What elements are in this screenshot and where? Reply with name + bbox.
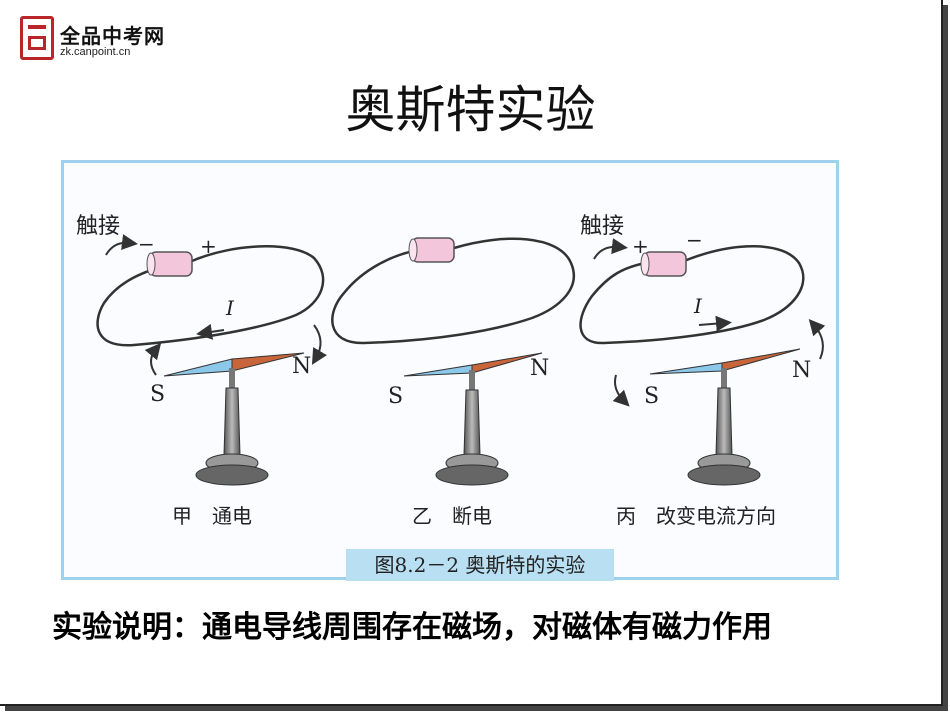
stand-jia [195,368,269,486]
north-pole-yi: N [530,356,549,381]
experiment-figure: 触接 − + I S N [61,160,839,581]
slide-title: 奥斯特实验 [345,81,596,139]
rotation-arrow-jia-right [311,324,327,365]
rotation-arrow-bing-left [612,374,630,407]
current-arrow-bing [698,315,732,332]
south-pole-bing: S [644,384,659,409]
battery-bing [640,251,687,277]
contact-label-jia: 触接 [76,214,120,239]
minus-sign-bing: − [686,228,703,252]
compass-needle-jia [163,352,305,377]
figure-caption: 图8.2－2 奥斯特的实验 [346,549,614,581]
logo-name: 全品中考网 [60,24,165,48]
panel-yi: S N [331,237,576,486]
minus-sign-jia: − [138,232,155,256]
logo-mark-icon [20,16,54,60]
current-arrow-jia [196,323,225,340]
north-pole-bing: N [792,358,811,383]
compass-needle-yi [403,352,543,377]
wire-loop-jia [96,245,325,347]
contact-arrow-bing [593,238,628,260]
plus-sign-jia: + [200,234,217,258]
wire-loop-bing [579,245,805,345]
panel-label-jia: 甲 通电 [172,504,252,528]
current-label-jia: I [225,296,235,320]
stand-bing [687,368,761,486]
contact-label-bing: 触接 [580,214,624,239]
panel-label-bing: 丙 改变电流方向 [616,504,776,528]
panel-jia: 触接 − + I S N [76,214,327,486]
logo: 全品中考网 zk.canpoint.cn [20,16,180,66]
contact-arrow-jia [105,234,138,256]
battery-yi [408,237,455,263]
battery-jia [146,251,193,277]
panel-bing: 触接 + − I S N [579,214,826,486]
compass-needle-bing [649,348,801,375]
stand-yi [435,370,509,486]
experiment-explanation: 实验说明：通电导线周围存在磁场，对磁体有磁力作用 [52,610,772,645]
experiment-illustration: 触接 − + I S N [76,214,826,486]
wire-loop-yi [331,237,576,345]
rotation-arrow-bing-right [808,318,826,360]
plus-sign-bing: + [632,234,649,258]
rotation-arrow-jia-left [144,342,162,376]
logo-url: zk.canpoint.cn [60,46,131,58]
south-pole-jia: S [150,382,165,407]
south-pole-yi: S [388,384,403,409]
panel-label-yi: 乙 断电 [412,504,492,528]
current-label-bing: I [693,294,703,318]
north-pole-jia: N [292,354,311,379]
